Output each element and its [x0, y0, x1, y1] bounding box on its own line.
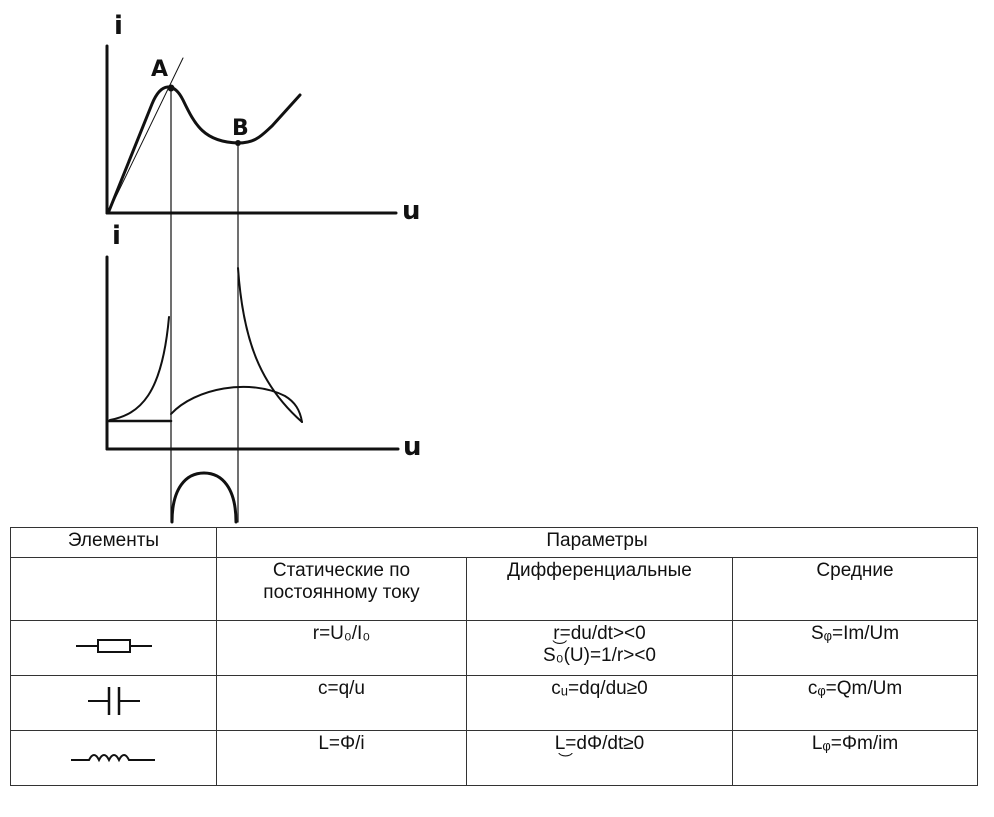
parameters-table: Элементы Параметры Статические по постоя… — [10, 527, 979, 786]
static-value: r=U₀/I₀ — [216, 620, 467, 676]
inductor-icon — [70, 754, 155, 763]
differential-value: r͜=du/dt><0 S₀(U)=1/r><0 — [466, 620, 733, 676]
dome-curve — [170, 385, 303, 423]
subheader-static: Статические по постоянному току — [216, 557, 467, 621]
n-shaped-iv-curve — [107, 85, 302, 213]
average-value: Lᵩ=Φm/im — [731, 730, 979, 786]
mid-u-axis-label: u — [403, 432, 422, 462]
right-falling-branch — [237, 267, 303, 423]
average-value: Sᵩ=Im/Um — [731, 620, 979, 676]
table-subheader-row: Статические по постоянному току Дифферен… — [10, 557, 979, 621]
top-i-axis-label: i — [114, 11, 123, 41]
subheader-empty — [10, 557, 217, 621]
capacitor-icon — [87, 687, 140, 715]
average-value: cᵩ=Qm/Um — [731, 675, 979, 731]
differential-line-1: cᵤ=dq/du≥0 — [551, 678, 648, 699]
left-rising-branch — [109, 316, 170, 421]
capacitor-symbol-cell — [10, 675, 217, 731]
i-u-characteristic-diagram: i u A B i u — [105, 11, 422, 524]
inductor-symbol-cell — [10, 730, 217, 786]
resistor-icon — [75, 639, 152, 653]
bottom-arch-curve — [170, 471, 238, 524]
static-value: L=Φ/i — [216, 730, 467, 786]
point-a-label: A — [151, 57, 168, 82]
static-value: c=q/u — [216, 675, 467, 731]
table-header-row: Элементы Параметры — [10, 527, 979, 558]
table-row: r=U₀/I₀ r͜=du/dt><0 S₀(U)=1/r><0 Sᵩ=Im/U… — [10, 620, 979, 676]
subheader-average: Средние — [731, 557, 979, 621]
resistor-symbol-cell — [10, 620, 217, 676]
differential-line-2: S₀(U)=1/r><0 — [543, 645, 656, 666]
differential-value: L͜=dΦ/dt≥0 — [466, 730, 733, 786]
differential-line-1: r͜=du/dt><0 — [553, 623, 646, 644]
subheader-differential: Дифференциальные — [466, 557, 733, 621]
point-b-label: B — [232, 116, 249, 141]
differential-line-1: L͜=dΦ/dt≥0 — [554, 733, 645, 754]
top-u-axis-label: u — [402, 196, 421, 226]
mid-i-axis-label: i — [112, 221, 121, 251]
tangent-line — [108, 57, 184, 212]
differential-value: cᵤ=dq/du≥0 — [466, 675, 733, 731]
header-parameters: Параметры — [215, 527, 979, 558]
table-row: L=Φ/i L͜=dΦ/dt≥0 Lᵩ=Φm/im — [10, 730, 979, 786]
header-elements: Элементы — [10, 527, 217, 558]
table-row: c=q/u cᵤ=dq/du≥0 cᵩ=Qm/Um — [10, 675, 979, 731]
